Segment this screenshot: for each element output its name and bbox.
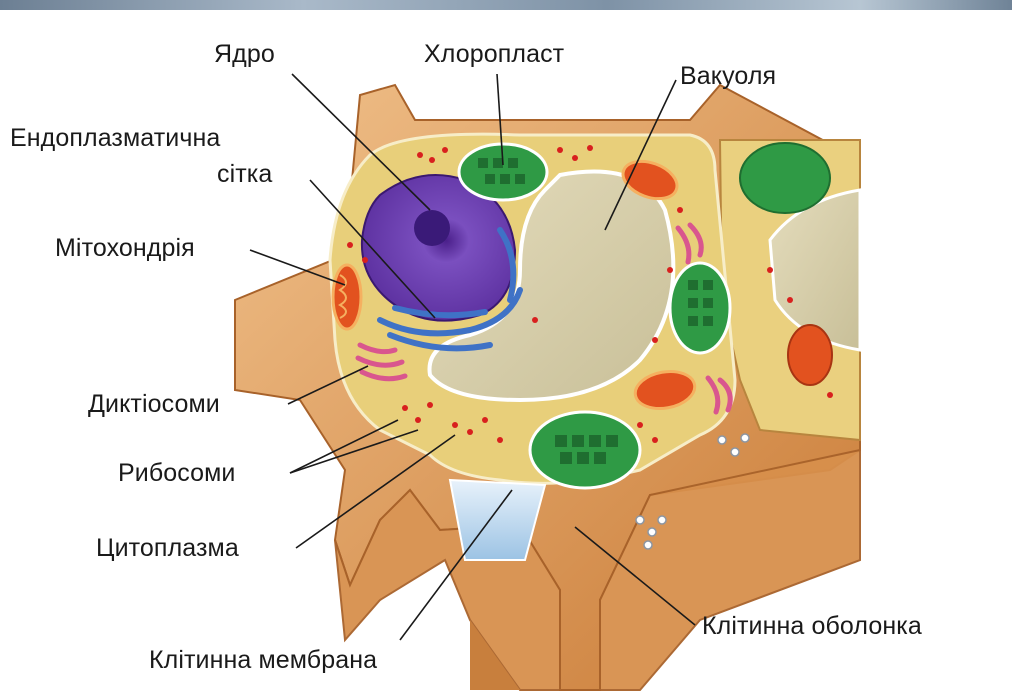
- label-chloroplast: Хлоропласт: [424, 40, 564, 68]
- label-cytoplasm: Цитоплазма: [96, 534, 239, 562]
- label-nucleus: Ядро: [214, 40, 275, 68]
- label-cell-membrane: Клітинна мембрана: [149, 646, 377, 674]
- label-er-line1: Ендоплазматична: [10, 124, 220, 152]
- label-cell-wall: Клітинна оболонка: [702, 612, 922, 640]
- label-er-line2: сітка: [217, 160, 272, 188]
- label-vacuole: Вакуоля: [680, 62, 776, 90]
- label-ribosomes: Рибосоми: [118, 459, 236, 487]
- label-dictyosomes: Диктіосоми: [88, 390, 220, 418]
- label-mitochondrion: Мітохондрія: [55, 234, 195, 262]
